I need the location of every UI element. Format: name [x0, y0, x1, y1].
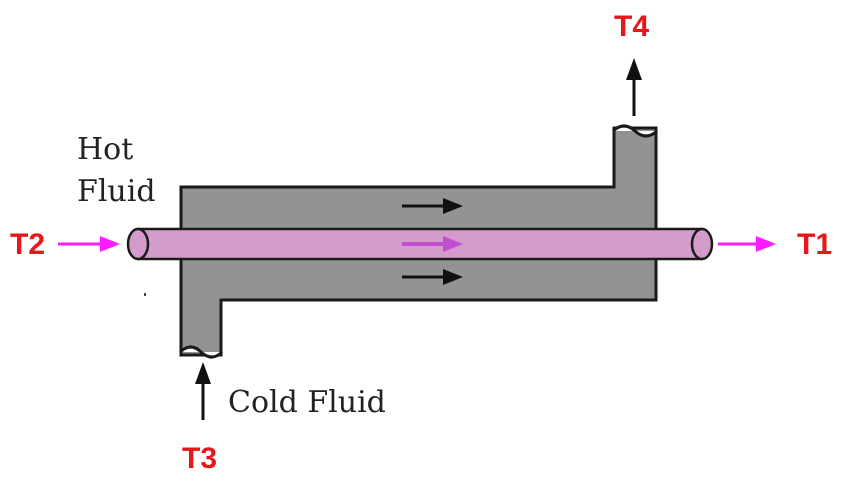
hot-inlet-arrow — [58, 236, 120, 252]
hot-fluid-label-line2: Fluid — [77, 174, 156, 209]
tube-inlet-end — [126, 227, 150, 261]
cold-fluid-label: Cold Fluid — [228, 385, 386, 420]
bottom-nozzle-break — [178, 345, 224, 359]
label-t4: T4 — [614, 10, 649, 43]
label-t2: T2 — [10, 228, 45, 261]
tube-flow-arrow — [402, 236, 463, 252]
label-t1: T1 — [797, 228, 832, 261]
top-nozzle-break — [611, 124, 659, 138]
tube-outlet-end — [690, 227, 714, 261]
stray-dot — [144, 293, 146, 296]
shell-flow-arrow-lower — [402, 269, 463, 285]
shell-flow-arrow-upper — [402, 198, 463, 214]
cold-inlet-arrow — [195, 362, 211, 420]
hot-outlet-arrow — [718, 236, 776, 252]
label-t3: T3 — [182, 442, 217, 475]
cold-outlet-arrow — [626, 58, 642, 116]
hot-fluid-label-line1: Hot — [77, 132, 133, 167]
inner-tube — [136, 227, 704, 261]
